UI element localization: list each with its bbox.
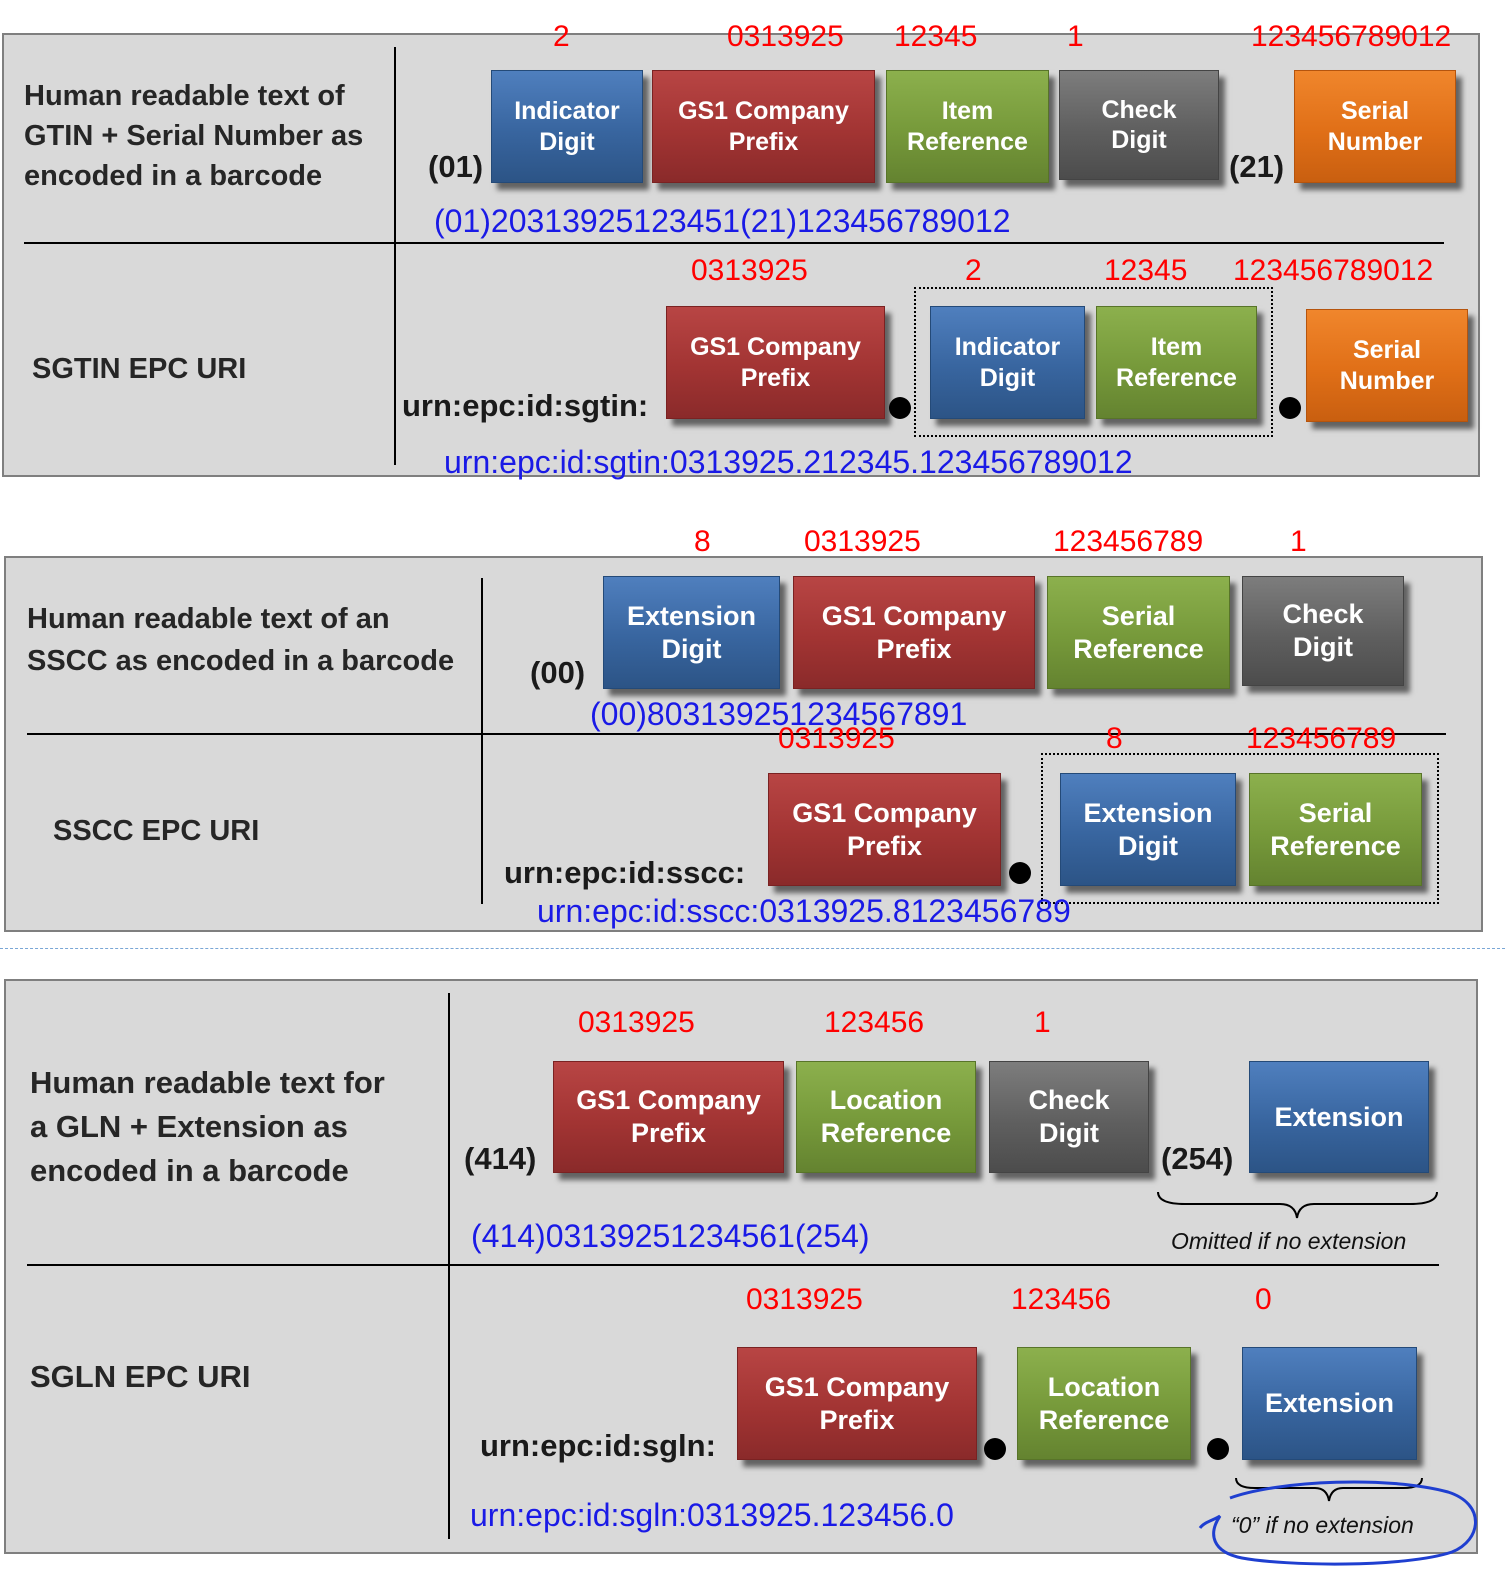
- gln-value-location-ref: 123456: [824, 1006, 925, 1039]
- panel-separator: [0, 948, 1505, 949]
- ai-21: (21): [1229, 149, 1285, 184]
- sgtin-box-company-prefix: GS1 Company Prefix: [666, 306, 885, 419]
- gln-omitted-note: Omitted if no extension: [1171, 1228, 1407, 1254]
- sgtin-dotted-group: [914, 287, 1273, 437]
- gln-value-prefix: 0313925: [578, 1006, 695, 1039]
- gln-brace-icon: [1157, 1191, 1438, 1219]
- sgtin-value-serial: 123456789012: [1233, 254, 1434, 287]
- gln-box-extension: Extension: [1249, 1061, 1429, 1173]
- sscc-barcode-label: Human readable text of an SSCC as encode…: [27, 603, 455, 677]
- sgln-box-company-prefix: GS1 Company Prefix: [737, 1347, 977, 1460]
- sgln-separator-dot-2: [1207, 1438, 1229, 1460]
- sgln-separator-dot-1: [984, 1438, 1006, 1460]
- gln-divider-vertical: [448, 993, 450, 1539]
- ai-00: (00): [530, 655, 586, 690]
- sgtin-uri-prefix: urn:epc:id:sgtin:: [402, 388, 649, 423]
- sscc-box-serial-reference: Serial Reference: [1047, 576, 1230, 689]
- sgln-zero-note: “0” if no extension: [1231, 1512, 1414, 1538]
- ai-254: (254): [1161, 1141, 1234, 1176]
- gtin-value-check: 1: [1067, 20, 1084, 53]
- gtin-value-serial: 123456789012: [1251, 20, 1452, 53]
- sgln-uri-label: SGLN EPC URI: [30, 1359, 251, 1394]
- gtin-barcode-text: (01)20313925123451(21)123456789012: [434, 203, 1011, 239]
- sscc-divider-horizontal: [27, 733, 1446, 735]
- sgtin-value-indicator: 2: [965, 254, 982, 287]
- sscc-uri-box-serial-reference: Serial Reference: [1249, 773, 1422, 886]
- gln-box-check-digit: Check Digit: [989, 1061, 1149, 1173]
- sgln-box-location-reference: Location Reference: [1017, 1347, 1191, 1460]
- sscc-uri-value-prefix: 0313925: [778, 722, 895, 755]
- gtin-value-item-ref: 12345: [894, 20, 978, 53]
- gln-box-company-prefix: GS1 Company Prefix: [553, 1061, 784, 1173]
- gln-divider-horizontal: [27, 1264, 1439, 1266]
- sscc-divider-vertical: [481, 578, 483, 904]
- sscc-uri-value-extension: 8: [1106, 722, 1123, 755]
- sgln-box-extension: Extension: [1242, 1347, 1417, 1460]
- sgln-uri-prefix: urn:epc:id:sgln:: [480, 1428, 716, 1463]
- gtin-divider-horizontal: [24, 242, 1444, 244]
- sgln-uri-text: urn:epc:id:sgln:0313925.123456.0: [470, 1497, 954, 1533]
- sgtin-separator-dot-1: [889, 397, 911, 419]
- sgln-value-prefix: 0313925: [746, 1283, 863, 1316]
- sscc-barcode-text: (00)80313925123456789‌1: [590, 696, 968, 732]
- sgtin-uri-label: SGTIN EPC URI: [32, 353, 247, 385]
- ai-414: (414): [464, 1141, 537, 1176]
- gln-box-location-reference: Location Reference: [796, 1061, 976, 1173]
- sgtin-box-indicator-digit: Indicator Digit: [930, 306, 1085, 419]
- sscc-uri-box-company-prefix: GS1 Company Prefix: [768, 773, 1001, 886]
- sgtin-uri-text: urn:epc:id:sgtin:0313925.212345.12345678…: [444, 444, 1133, 480]
- gtin-value-indicator: 2: [553, 20, 570, 53]
- gtin-value-prefix: 0313925: [727, 20, 844, 53]
- gln-barcode-text: (414)03139251234561(254): [471, 1218, 870, 1254]
- sscc-box-extension-digit: Extension Digit: [603, 576, 780, 689]
- gtin-box-company-prefix: GS1 Company Prefix: [652, 70, 875, 183]
- sscc-value-check: 1: [1290, 525, 1307, 558]
- sscc-value-prefix: 0313925: [804, 525, 921, 558]
- sscc-uri-value-serial: 123456789: [1246, 722, 1397, 755]
- sgtin-box-serial-number: Serial Number: [1306, 309, 1468, 422]
- gln-barcode-label: Human readable text for a GLN + Extensio…: [30, 1065, 385, 1188]
- gtin-box-indicator-digit: Indicator Digit: [491, 70, 643, 183]
- sscc-value-extension: 8: [694, 525, 711, 558]
- sgln-value-extension: 0: [1255, 1283, 1272, 1316]
- sgtin-value-prefix: 0313925: [691, 254, 808, 287]
- sscc-uri-label: SSCC EPC URI: [53, 815, 260, 847]
- sgtin-separator-dot-2: [1279, 397, 1301, 419]
- gtin-divider-vertical: [394, 47, 396, 465]
- sgtin-box-item-reference: Item Reference: [1096, 306, 1257, 419]
- sscc-uri-text: urn:epc:id:sscc:0313925.8123456789: [537, 893, 1071, 929]
- gtin-barcode-label: Human readable text of GTIN + Serial Num…: [24, 80, 364, 192]
- gtin-box-check-digit: Check Digit: [1059, 70, 1219, 180]
- sscc-value-serial: 123456789: [1053, 525, 1204, 558]
- sgln-value-location-ref: 123456: [1011, 1283, 1112, 1316]
- sgln-brace-icon: [1235, 1477, 1423, 1502]
- annotation-circle-icon: [1198, 1480, 1477, 1566]
- sscc-uri-prefix: urn:epc:id:sscc:: [504, 855, 746, 890]
- sscc-box-company-prefix: GS1 Company Prefix: [793, 576, 1035, 689]
- ai-01: (01): [428, 149, 484, 184]
- sscc-uri-box-extension-digit: Extension Digit: [1060, 773, 1236, 886]
- gtin-box-item-reference: Item Reference: [886, 70, 1049, 183]
- gtin-box-serial-number: Serial Number: [1294, 70, 1456, 183]
- sscc-box-check-digit: Check Digit: [1242, 576, 1404, 686]
- gln-value-check: 1: [1034, 1006, 1051, 1039]
- sgtin-value-item-ref: 12345: [1104, 254, 1188, 287]
- sscc-separator-dot: [1009, 862, 1031, 884]
- sscc-dotted-group: [1041, 753, 1439, 904]
